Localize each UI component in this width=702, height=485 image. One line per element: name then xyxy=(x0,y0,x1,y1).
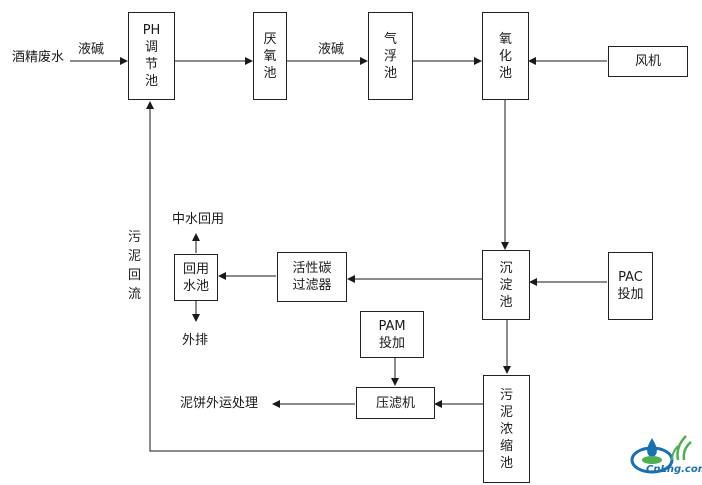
sludge-thickener: 污泥浓缩池 xyxy=(483,375,530,483)
pam-dosing: PAM 投加 xyxy=(360,311,424,358)
anaerobic-tank-label: 厌氧池 xyxy=(263,31,277,81)
ph-adjust-tank-label: PH调节池 xyxy=(142,23,161,89)
sludge-cake-label: 泥饼外运处理 xyxy=(180,396,259,411)
anaerobic-tank: 厌氧池 xyxy=(253,12,287,100)
ph-adjust-tank: PH调节池 xyxy=(128,12,175,100)
logo-text: CnLng.com xyxy=(646,464,702,475)
sludge-thickener-label: 污泥浓缩池 xyxy=(499,387,513,471)
sedimentation-tank-label: 沉淀池 xyxy=(499,260,513,310)
discharge-label: 外排 xyxy=(182,333,209,348)
lye-label-2: 液碱 xyxy=(318,42,345,57)
reclaimed-water-label: 中水回用 xyxy=(172,212,225,227)
carbon-filter-label: 活性碳 过滤器 xyxy=(292,261,332,293)
pac-dosing: PAC投加 xyxy=(608,252,653,320)
reuse-water-tank: 回用 水池 xyxy=(174,254,218,301)
carbon-filter: 活性碳 过滤器 xyxy=(277,252,347,302)
flotation-tank: 气浮池 xyxy=(368,12,413,100)
pam-dosing-label: PAM 投加 xyxy=(378,318,406,351)
oxidation-tank: 氧化池 xyxy=(482,12,529,100)
filter-press: 压滤机 xyxy=(356,387,435,419)
oxidation-tank-label: 氧化池 xyxy=(498,31,512,81)
flotation-tank-label: 气浮池 xyxy=(383,31,397,81)
blower-label: 风机 xyxy=(634,54,661,69)
filter-press-label: 压滤机 xyxy=(375,395,415,411)
pac-dosing-label: PAC投加 xyxy=(617,270,644,302)
sedimentation-tank: 沉淀池 xyxy=(482,250,530,320)
reuse-water-tank-label: 回用 水池 xyxy=(182,261,209,294)
lye-label-1: 液碱 xyxy=(78,42,105,57)
wastewater-label: 酒精废水 xyxy=(12,50,65,65)
blower: 风机 xyxy=(608,46,688,77)
cnlng-logo xyxy=(630,435,692,474)
arrow-sludge-return xyxy=(146,101,483,452)
sludge-return-label: 污泥回流 xyxy=(128,230,142,302)
